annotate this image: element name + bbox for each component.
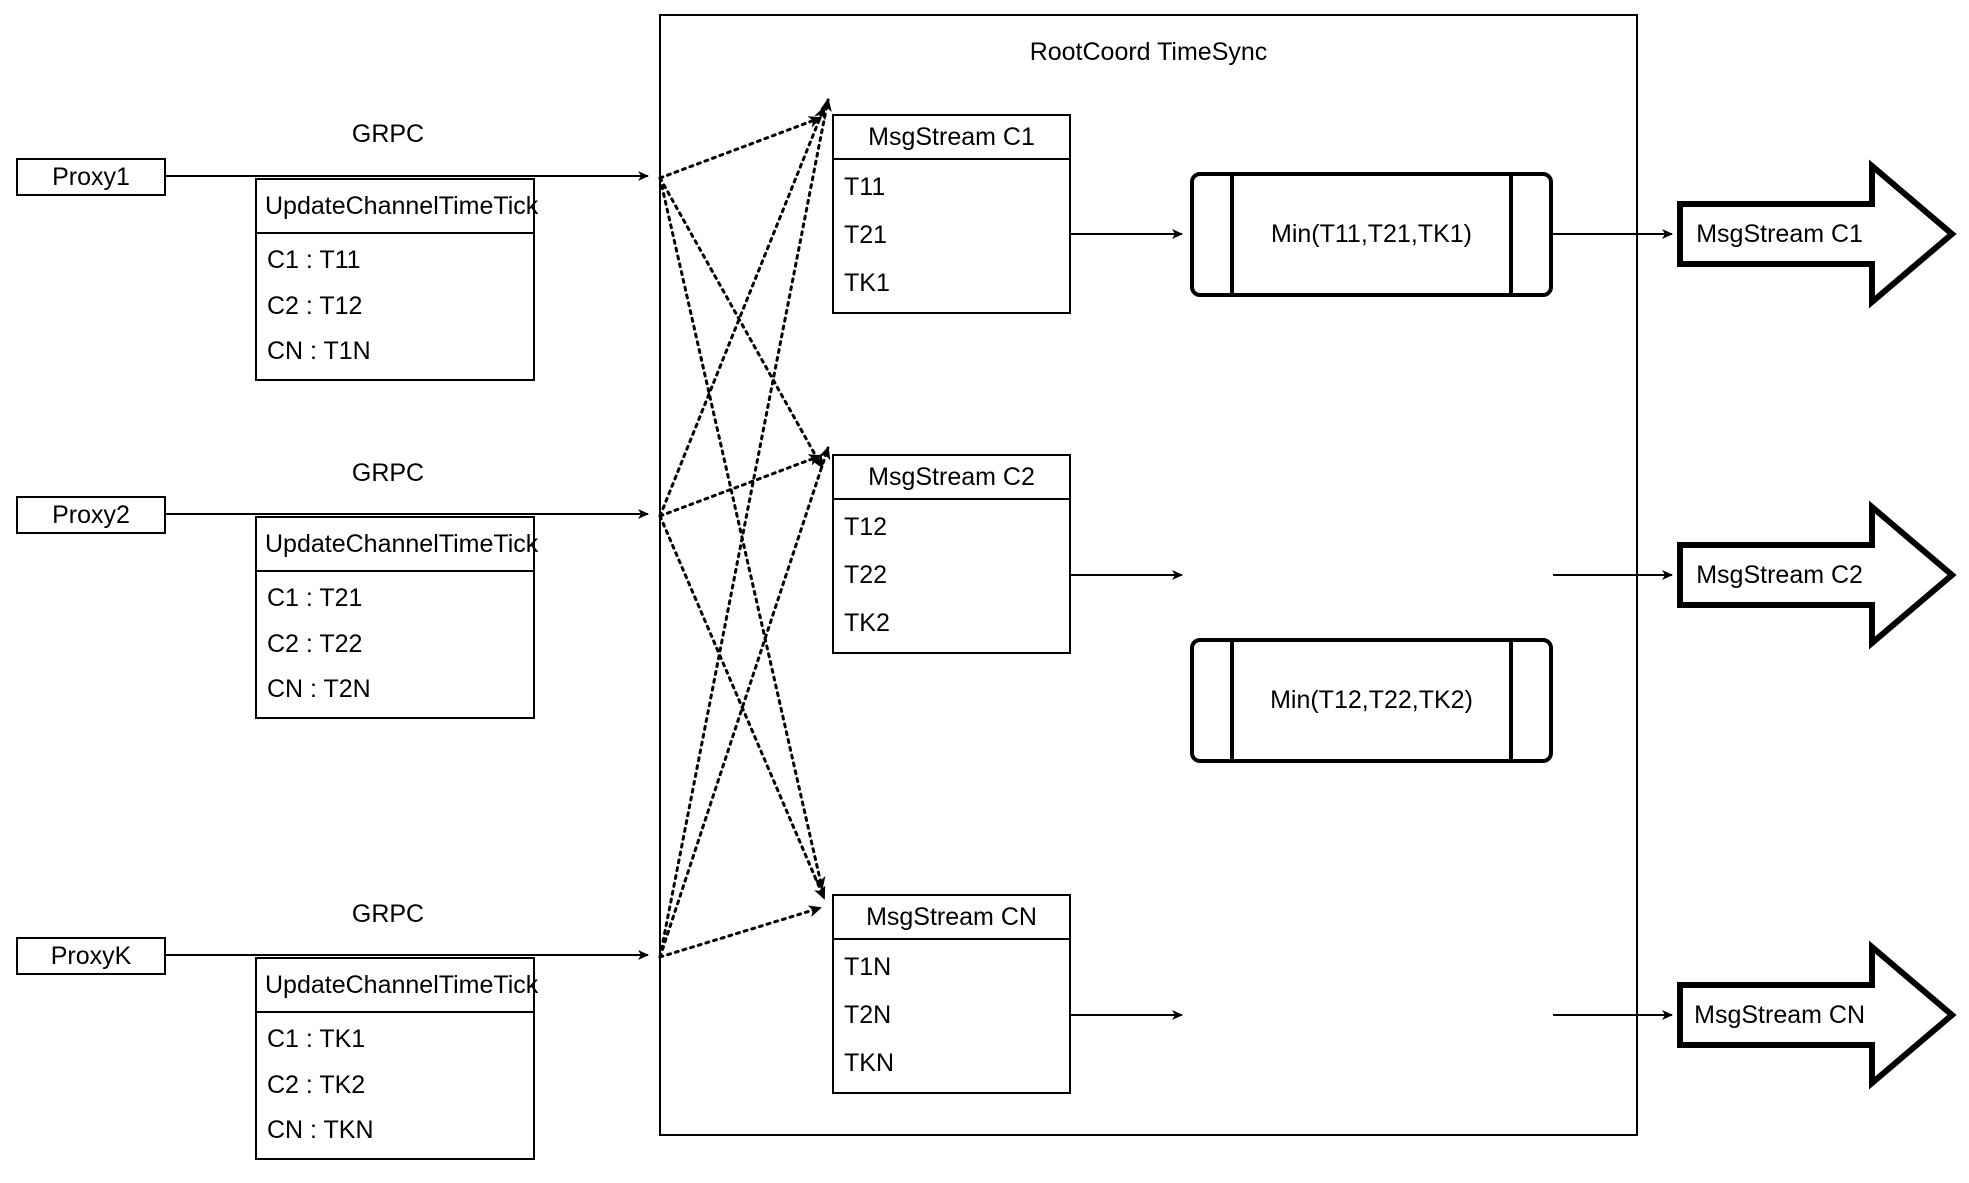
request-row: CN : TKN [267,1116,374,1145]
output-label: MsgStream CN [1694,1000,1866,1029]
proxy-label: Proxy2 [52,500,130,529]
min-label: Min(T11,T21,TK1) [1271,220,1472,248]
request-title: UpdateChannelTimeTick [257,959,538,1013]
proxy-label: ProxyK [50,941,132,970]
request-title: UpdateChannelTimeTick [257,180,538,234]
request-row: C1 : T11 [267,246,361,275]
process-divider-left [1230,638,1234,763]
request-row: C2 : TK2 [267,1070,366,1099]
msgstream-row: TK2 [844,609,890,638]
request-row: C1 : TK1 [267,1025,366,1054]
msgstream-row: T2N [844,1001,892,1030]
msgstream-title: MsgStream C1 [834,116,1069,160]
update-channel-time-tick-3: UpdateChannelTimeTick C1 : TK1 C2 : TK2 … [255,957,538,1160]
request-row: CN : T2N [267,675,371,704]
request-row: C2 : T12 [267,291,363,320]
msgstream-box-2: MsgStream C2 T12 T22 TK2 [832,454,1071,654]
proxy-box-2[interactable]: Proxy2 [16,496,166,534]
msgstream-box-3: MsgStream CN T1N T2N TKN [832,894,1071,1094]
msgstream-title: MsgStream CN [834,896,1069,940]
msgstream-row: TK1 [844,269,890,298]
min-process-2: Min(T12,T22,TK2) [1190,638,1553,763]
min-process-1: Min(T11,T21,TK1) [1190,172,1553,297]
request-row: C1 : T21 [267,584,363,613]
request-row: CN : T1N [267,337,371,366]
msgstream-row: T1N [844,953,892,982]
msgstream-title: MsgStream C2 [834,456,1069,500]
output-arrow-3: MsgStream CN [1676,940,1957,1090]
container-title: RootCoord TimeSync [1029,38,1268,66]
msgstream-row: TKN [844,1049,894,1078]
output-label: MsgStream C1 [1696,219,1863,248]
msgstream-row: T12 [844,513,888,542]
grpc-label-2: GRPC [351,459,425,487]
proxy-label: Proxy1 [52,162,130,191]
msgstream-row: T11 [844,173,886,202]
process-divider-right [1509,172,1513,297]
update-channel-time-tick-2: UpdateChannelTimeTick C1 : T21 C2 : T22 … [255,516,538,719]
msgstream-row: T21 [844,221,888,250]
grpc-label-3: GRPC [351,900,425,928]
output-label: MsgStream C2 [1696,560,1863,589]
rootcoord-timesync-container [659,14,1638,1136]
process-divider-right [1509,638,1513,763]
output-arrow-2: MsgStream C2 [1676,500,1957,650]
output-arrow-1: MsgStream C1 [1676,159,1957,309]
request-title: UpdateChannelTimeTick [257,518,538,572]
proxy-box-1[interactable]: Proxy1 [16,158,166,196]
msgstream-row: T22 [844,561,888,590]
update-channel-time-tick-1: UpdateChannelTimeTick C1 : T11 C2 : T12 … [255,178,538,381]
msgstream-box-1: MsgStream C1 T11 T21 TK1 [832,114,1071,314]
proxy-box-3[interactable]: ProxyK [16,937,166,975]
request-row: C2 : T22 [267,629,363,658]
process-divider-left [1230,172,1234,297]
grpc-label-1: GRPC [351,120,425,148]
min-label: Min(T12,T22,TK2) [1270,686,1473,714]
